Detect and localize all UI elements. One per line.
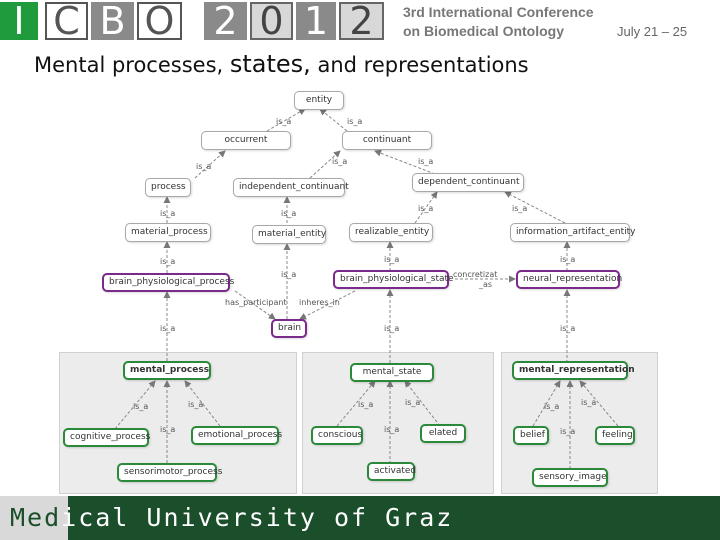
- node-belief: belief: [513, 426, 549, 445]
- node-sensorimotor-process: sensorimotor_process: [117, 463, 222, 482]
- logo-letter: 1: [296, 2, 336, 40]
- node-mental-process: mental_process: [123, 361, 211, 380]
- edge-label-inheres-in: inheres_in: [299, 298, 340, 307]
- node-information-artifact-entity: information_artifact_entity: [510, 223, 635, 242]
- edge-label: is_a: [188, 400, 204, 409]
- edge-label: is_a: [332, 157, 348, 166]
- edge-label: is_a: [160, 324, 176, 333]
- conference-line-1: 3rd International Conference: [403, 4, 594, 20]
- node-brain-physiological-state: brain_physiological_state: [333, 270, 454, 289]
- node-activated: activated: [367, 462, 416, 481]
- edge-label: is_a: [281, 270, 297, 279]
- edge-label: is_a: [384, 425, 400, 434]
- ontology-diagram: entity occurrent continuant process inde…: [55, 86, 660, 496]
- edge-label: is_a: [133, 402, 149, 411]
- icbo-logo: I C B O 2 0 1 2: [0, 0, 390, 44]
- title-part-1: Mental processes,: [34, 53, 230, 77]
- logo-letter: 0: [250, 2, 293, 40]
- edge-label: is_a: [560, 324, 576, 333]
- edge-label: is_a: [160, 257, 176, 266]
- footer-bar: Medical University of Graz: [0, 496, 720, 540]
- edge-label: is_a: [560, 255, 576, 264]
- node-neural-representation: neural_representation: [516, 270, 622, 289]
- node-cognitive-process: cognitive_process: [63, 428, 150, 447]
- node-continuant: continuant: [342, 131, 432, 150]
- edge-label: is_a: [358, 400, 374, 409]
- footer-text-dark: Med: [10, 503, 62, 532]
- node-brain-physiological-process: brain_physiological_process: [102, 273, 234, 292]
- logo-letter: C: [45, 2, 88, 40]
- node-material-process: material_process: [125, 223, 211, 242]
- conference-line-2: on Biomedical Ontology: [403, 23, 565, 39]
- edge-label: is_a: [276, 117, 292, 126]
- edge-label: is_a: [160, 209, 176, 218]
- title-part-2: states,: [229, 50, 311, 78]
- node-mental-state: mental_state: [350, 363, 434, 382]
- node-emotional-process: emotional_process: [191, 426, 282, 445]
- edge-label: is_a: [512, 204, 528, 213]
- node-brain: brain: [271, 319, 307, 338]
- node-process: process: [145, 178, 191, 197]
- edge-label: is_a: [384, 324, 400, 333]
- edge-label: is_a: [405, 398, 421, 407]
- edge-label-concretization: concretizat: [453, 270, 498, 279]
- edge-label: is_a: [160, 425, 176, 434]
- logo-letter: B: [91, 2, 134, 40]
- footer-university-name: Medical University of Graz: [10, 503, 453, 532]
- diagram-edges: [114, 108, 619, 469]
- edge-label: is_a: [418, 204, 434, 213]
- edge-label: is_a: [418, 157, 434, 166]
- node-occurrent: occurrent: [201, 131, 291, 150]
- node-mental-representation: mental_representation: [512, 361, 635, 380]
- conference-title: 3rd International Conference on Biomedic…: [403, 3, 594, 41]
- edge-label-concretization-2: _as: [479, 280, 493, 289]
- edge-label: is_a: [196, 162, 212, 171]
- node-material-entity: material_entity: [252, 225, 326, 244]
- logo-letter: I: [0, 2, 38, 40]
- edge-label: is_a: [560, 427, 576, 436]
- node-feeling: feeling: [595, 426, 635, 445]
- footer-accent: [0, 496, 68, 540]
- footer-text-light: ical University of Graz: [61, 503, 454, 532]
- slide-title: Mental processes, states, and representa…: [34, 50, 529, 78]
- edge-label: is_a: [544, 402, 560, 411]
- node-realizable-entity: realizable_entity: [349, 223, 433, 242]
- node-dependent-continuant: dependent_continuant: [412, 173, 524, 192]
- edge-label: is_a: [281, 209, 297, 218]
- logo-letter: O: [137, 2, 182, 40]
- node-sensory-image: sensory_image: [532, 468, 608, 487]
- node-independent-continuant: independent_continuant: [233, 178, 349, 197]
- node-elated: elated: [420, 424, 466, 443]
- edge-label: is_a: [581, 398, 597, 407]
- logo-letter: 2: [339, 2, 384, 40]
- node-conscious: conscious: [311, 426, 363, 445]
- edge-label: is_a: [384, 255, 400, 264]
- edge-label-has-participant: has_participant: [225, 298, 287, 307]
- logo-letter: 2: [204, 2, 247, 40]
- node-entity: entity: [294, 91, 344, 110]
- edge-label: is_a: [347, 117, 363, 126]
- title-part-3: and representations: [310, 53, 529, 77]
- conference-dates: July 21 – 25: [617, 24, 688, 39]
